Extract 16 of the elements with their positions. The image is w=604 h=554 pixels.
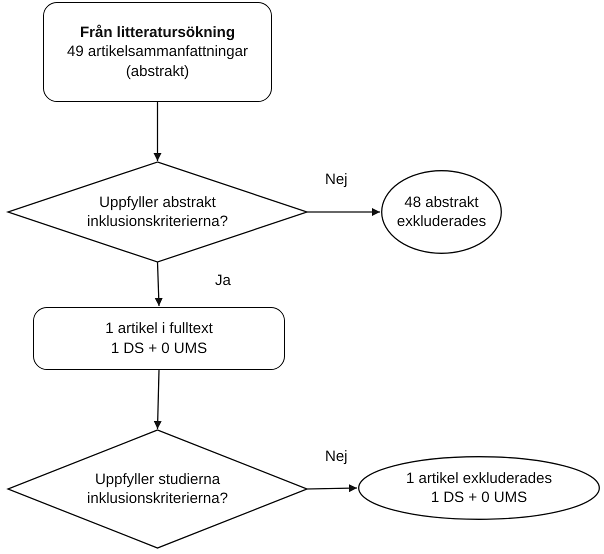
- process-box: [43, 2, 272, 102]
- node-text: 1 DS + 0 UMS: [430, 488, 528, 508]
- arrow: [154, 262, 163, 306]
- node-text: 1 artikel i fulltext: [105, 319, 213, 338]
- node-text: 48 abstrakt exkluderades: [396, 192, 488, 232]
- node-text: Uppfyller abstrakt inklusionskriterierna?: [86, 192, 229, 232]
- node-text: 49 artikelsammanfattningar (abstrakt): [66, 42, 249, 82]
- arrow: [307, 208, 380, 216]
- heading: Från litteratursökning: [80, 22, 236, 42]
- arrow: [154, 102, 162, 161]
- process-box: [33, 307, 285, 370]
- arrow: [154, 370, 162, 430]
- node-text: Uppfyller studierna inklusionskriterierna?: [86, 470, 229, 508]
- node-text: 1 DS + 0 UMS: [110, 338, 208, 358]
- arrow: [306, 484, 358, 492]
- node-text: 1 artikel exkluderades: [406, 468, 552, 488]
